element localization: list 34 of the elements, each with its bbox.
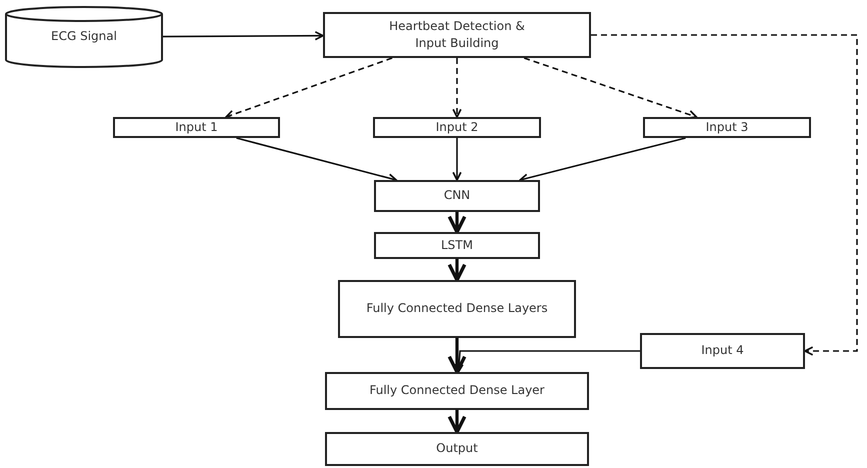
node-label: Fully Connected Dense Layer bbox=[369, 382, 544, 400]
process-box bbox=[323, 12, 591, 58]
process-box bbox=[373, 117, 541, 138]
arrow bbox=[225, 57, 392, 119]
arrow bbox=[454, 350, 640, 373]
node-label: Heartbeat Detection & Input Building bbox=[388, 18, 526, 52]
arrow bbox=[591, 34, 858, 356]
arrow bbox=[519, 137, 686, 183]
arrow bbox=[448, 410, 466, 434]
arrow bbox=[236, 137, 398, 183]
process-box bbox=[113, 117, 280, 138]
arrow bbox=[448, 259, 466, 282]
arrow bbox=[452, 58, 462, 118]
process-box bbox=[374, 180, 540, 212]
process-box bbox=[643, 117, 811, 138]
node-label: Input 4 bbox=[701, 342, 744, 360]
process-box bbox=[325, 432, 589, 466]
node-label: Input 1 bbox=[175, 118, 218, 136]
process-box bbox=[374, 232, 540, 259]
node-label: Fully Connected Dense Layers bbox=[366, 300, 548, 318]
arrow bbox=[452, 138, 462, 181]
arrow bbox=[163, 31, 324, 40]
node-label: Input 3 bbox=[706, 118, 748, 136]
arrow bbox=[524, 57, 698, 119]
node-label: CNN bbox=[444, 187, 470, 204]
arrow bbox=[448, 212, 466, 234]
node-label: Input 2 bbox=[436, 118, 478, 136]
process-box bbox=[338, 280, 576, 338]
process-box bbox=[325, 372, 589, 410]
node-label: LSTM bbox=[441, 236, 473, 254]
process-box bbox=[640, 333, 805, 369]
node-label: ECG Signal bbox=[51, 28, 117, 46]
node-label: Output bbox=[436, 440, 478, 458]
arrow bbox=[448, 338, 466, 374]
